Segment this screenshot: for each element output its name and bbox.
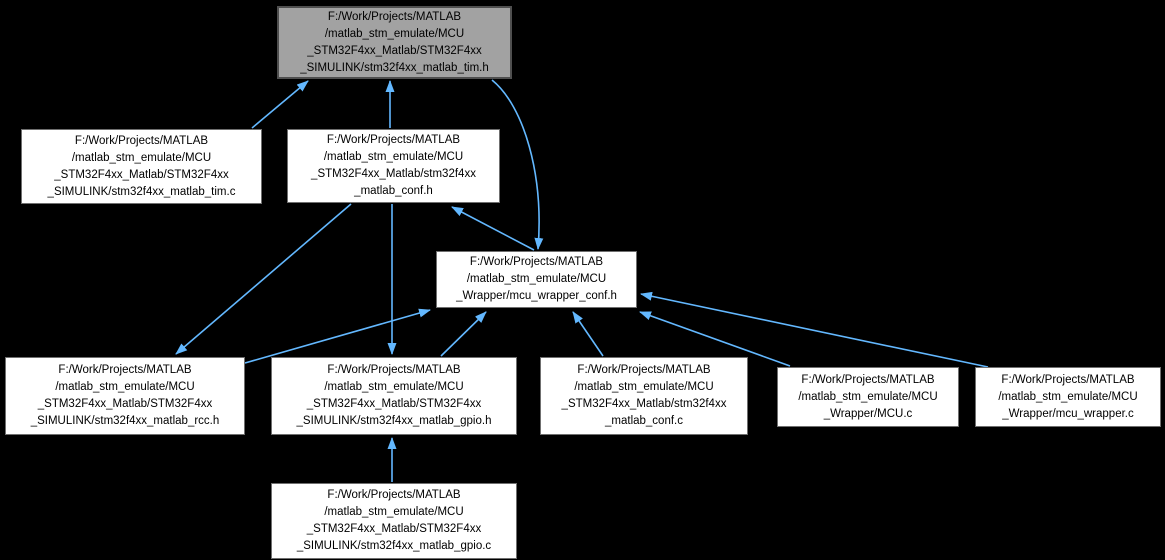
node-label-line: F:/Work/Projects/MATLAB (326, 134, 461, 146)
node-label-line: /matlab_stm_emulate/MCU (324, 27, 465, 40)
node-label-line: _STM32F4xx_Matlab/STM32F4xx (307, 44, 482, 57)
node-label-line: F:/Work/Projects/MATLAB (74, 134, 209, 147)
node-label-line: _SIMULINK/stm32f4xx_matlab_rcc.h (30, 415, 220, 427)
node-label-line: _Wrapper/mcu_wrapper_conf.h (456, 290, 617, 302)
node-label-line: _Wrapper/MCU.c (823, 407, 913, 420)
node-label-line: _STM32F4xx_Matlab/stm32f4xx (561, 398, 727, 410)
node-mcu-c[interactable]: F:/Work/Projects/MATLAB /matlab_stm_emul… (777, 367, 959, 427)
node-label-line: F:/Work/Projects/MATLAB (327, 10, 462, 23)
node-label-line: _SIMULINK/stm32f4xx_matlab_tim.h (300, 61, 489, 74)
edge-conf_c-to-mcu_wrapper_conf_h (572, 311, 604, 357)
node-label-line: F:/Work/Projects/MATLAB (577, 364, 711, 376)
node-label-line: F:/Work/Projects/MATLAB (1001, 373, 1135, 386)
node-label-line: _matlab_conf.h (354, 185, 433, 197)
node-stm32f4xx-matlab-tim-c[interactable]: F:/Work/Projects/MATLAB /matlab_stm_emul… (21, 129, 262, 204)
node-label-line: F:/Work/Projects/MATLAB (58, 364, 192, 376)
node-mcu-wrapper-c[interactable]: F:/Work/Projects/MATLAB /matlab_stm_emul… (975, 367, 1161, 427)
edge-mcu_c-to-mcu_wrapper_conf_h (639, 311, 791, 367)
node-mcu-wrapper-conf-h[interactable]: F:/Work/Projects/MATLAB /matlab_stm_emul… (436, 251, 637, 308)
node-label-line: /matlab_stm_emulate/MCU (55, 381, 195, 393)
edge-tim_c-to-tim_h (251, 80, 309, 129)
node-label-line: _STM32F4xx_Matlab/stm32f4xx (311, 168, 476, 180)
node-stm32f4xx-matlab-rcc-h[interactable]: F:/Work/Projects/MATLAB /matlab_stm_emul… (5, 357, 245, 435)
edge-conf_h-to-rcc_h (175, 203, 352, 355)
edge-gpio_h-to-mcu_wrapper_conf_h (440, 311, 487, 357)
node-label-line: _STM32F4xx_Matlab/STM32F4xx (37, 398, 213, 410)
node-label-line: _Wrapper/mcu_wrapper.c (1002, 407, 1134, 420)
node-label-line: F:/Work/Projects/MATLAB (327, 489, 461, 501)
node-label-line: /matlab_stm_emulate/MCU (574, 381, 714, 393)
node-label-line: _matlab_conf.c (605, 415, 683, 427)
node-label-line: /matlab_stm_emulate/MCU (71, 151, 212, 164)
node-stm32f4xx-matlab-conf-c[interactable]: F:/Work/Projects/MATLAB /matlab_stm_emul… (540, 357, 748, 435)
edge-tim_h-to-mcu_wrapper_conf_h (491, 79, 544, 250)
node-label-line: _SIMULINK/stm32f4xx_matlab_tim.c (47, 185, 236, 198)
node-label-line: /matlab_stm_emulate/MCU (798, 390, 938, 403)
node-label-line: F:/Work/Projects/MATLAB (801, 373, 935, 386)
node-label-line: /matlab_stm_emulate/MCU (466, 273, 607, 285)
node-label-line: F:/Work/Projects/MATLAB (327, 364, 461, 376)
node-stm32f4xx-matlab-gpio-c[interactable]: F:/Work/Projects/MATLAB /matlab_stm_emul… (271, 483, 517, 559)
node-label-line: F:/Work/Projects/MATLAB (469, 256, 604, 268)
node-label-line: _SIMULINK/stm32f4xx_matlab_gpio.h (296, 415, 492, 427)
node-label-line: _STM32F4xx_Matlab/STM32F4xx (306, 398, 482, 410)
node-label-line: _STM32F4xx_Matlab/STM32F4xx (54, 168, 229, 181)
edge-mcu_wrapper_c-to-mcu_wrapper_conf_h (640, 291, 989, 368)
node-stm32f4xx-matlab-conf-h[interactable]: F:/Work/Projects/MATLAB /matlab_stm_emul… (287, 129, 500, 203)
edge-mcu_wrapper_conf_h-to-conf_h (451, 206, 535, 251)
node-stm32f4xx-matlab-tim-h[interactable]: F:/Work/Projects/MATLAB /matlab_stm_emul… (277, 6, 512, 79)
node-label-line: /matlab_stm_emulate/MCU (324, 381, 464, 393)
node-label-line: /matlab_stm_emulate/MCU (324, 506, 464, 518)
edge-rcc_h-to-mcu_wrapper_conf_h (244, 308, 431, 364)
node-label-line: /matlab_stm_emulate/MCU (998, 390, 1138, 403)
node-stm32f4xx-matlab-gpio-h[interactable]: F:/Work/Projects/MATLAB /matlab_stm_emul… (271, 357, 517, 435)
node-label-line: /matlab_stm_emulate/MCU (323, 151, 464, 163)
node-label-line: _SIMULINK/stm32f4xx_matlab_gpio.c (296, 540, 492, 552)
node-label-line: _STM32F4xx_Matlab/STM32F4xx (306, 523, 482, 535)
